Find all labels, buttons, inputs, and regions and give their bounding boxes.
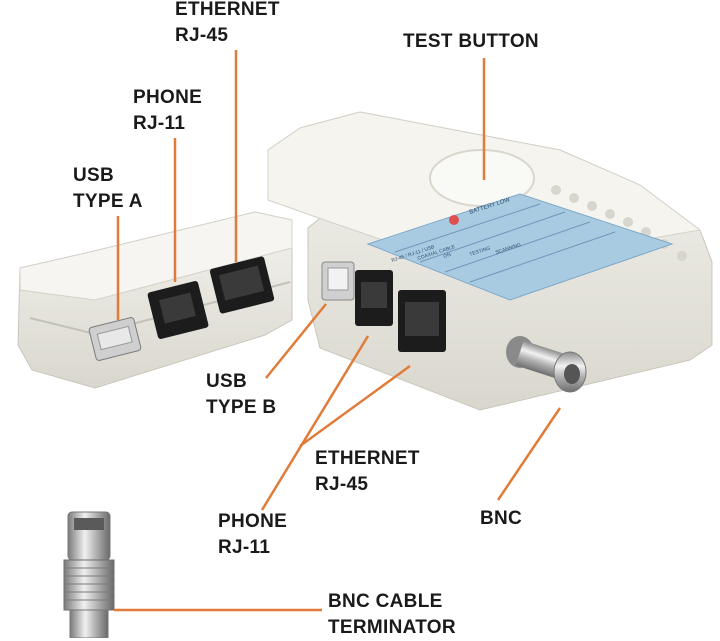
label-bnc: BNC (480, 506, 522, 532)
label-phone-top-line1: PHONE (133, 87, 203, 108)
label-ethernet-bottom-line2: RJ-45 (315, 474, 369, 495)
label-usb-b-line1: USB (206, 371, 248, 392)
label-phone-bottom-line2: RJ-11 (218, 537, 271, 558)
label-terminator-line1: BNC CABLE (328, 591, 443, 612)
label-phone-bottom: PHONE RJ-11 (218, 509, 287, 561)
label-test-button: TEST BUTTON (403, 29, 539, 55)
label-usb-b-line2: TYPE B (206, 397, 277, 418)
panel-row-text: ON (443, 252, 452, 260)
label-phone-bottom-line1: PHONE (218, 511, 288, 532)
label-usb-a-line1: USB (73, 165, 115, 186)
label-terminator-line2: TERMINATOR (328, 617, 456, 638)
main-unit: BATTERY LOW (267, 111, 713, 411)
label-ethernet-bottom: ETHERNET RJ-45 (315, 446, 420, 498)
label-usb-b: USB TYPE B (206, 369, 276, 421)
label-test-button-line1: TEST BUTTON (403, 31, 539, 52)
status-panel (366, 193, 674, 301)
label-usb-a: USB TYPE A (73, 163, 143, 215)
bnc-terminator (63, 511, 115, 638)
label-usb-a-line2: TYPE A (73, 191, 143, 212)
remote-unit (17, 211, 293, 389)
label-ethernet-top: ETHERNET RJ-45 (175, 0, 280, 49)
label-ethernet-top-line1: ETHERNET (175, 0, 280, 20)
label-ethernet-top-line2: RJ-45 (175, 25, 229, 46)
leader-lines (114, 50, 562, 612)
label-ethernet-bottom-line1: ETHERNET (315, 448, 420, 469)
bnc-connector (506, 336, 587, 393)
label-terminator: BNC CABLE TERMINATOR (328, 589, 456, 641)
label-phone-top: PHONE RJ-11 (133, 85, 202, 137)
label-phone-top-line2: RJ-11 (133, 113, 186, 134)
label-bnc-line1: BNC (480, 508, 523, 529)
